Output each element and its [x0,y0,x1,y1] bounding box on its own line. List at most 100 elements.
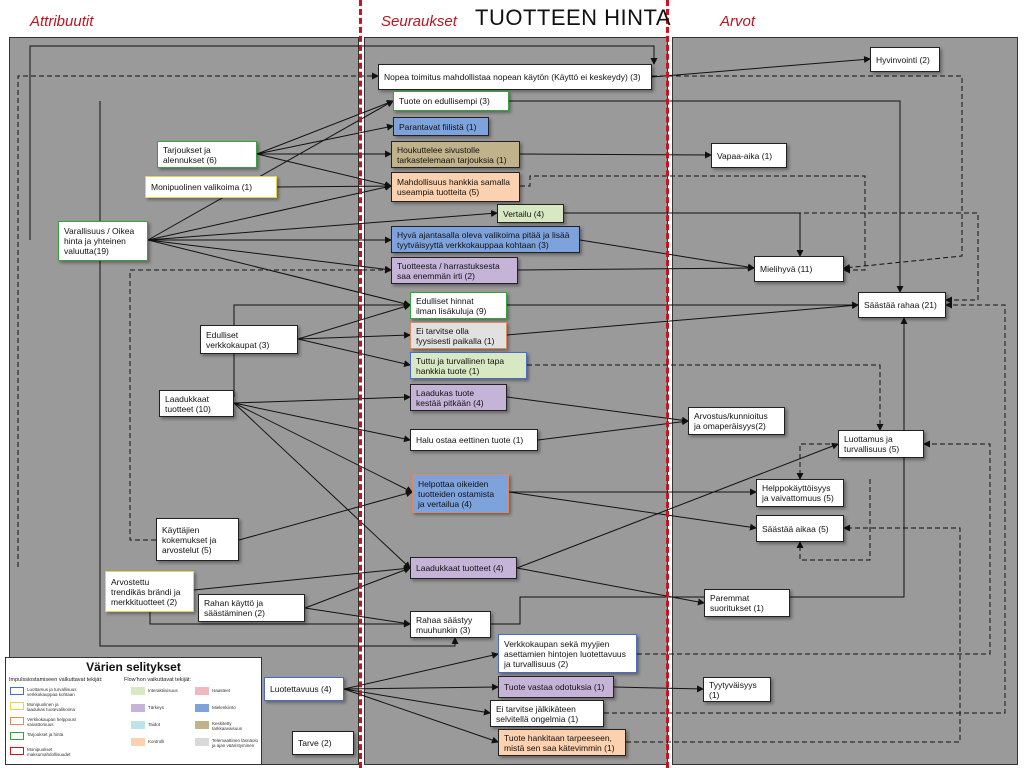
connector [520,175,866,274]
divider-left [359,0,362,768]
node-ei-tarvitse: Ei tarvitse olla fyysisesti paikalla (1) [410,322,507,349]
node-saastaa-rahaa: Säästää rahaa (21) [858,292,946,318]
column-title-consequences: Seuraukset [381,13,457,30]
node-ei-tarvitse-jalki: Ei tarvitse jälkikäteen selvitellä ongel… [490,700,604,727]
legend-swatch-tan [195,721,209,729]
legend-swatch-red-border [10,747,24,755]
connector [637,440,991,655]
node-vertailu: Vertailu (4) [497,204,564,223]
connector [256,153,392,189]
node-luottamus: Luottamus ja turvallisuus (5) [838,430,924,458]
connector [516,442,839,569]
connector [564,212,979,304]
legend-label: Verkkokaupan helppous/ vaivattomuus [27,717,77,727]
node-tarve: Tarve (2) [292,731,354,755]
divider-right [666,0,669,768]
node-mahdollisuus: Mahdollisuus hankkia samalla useampia tu… [391,172,520,202]
connector [564,212,804,257]
connector [233,402,411,443]
node-tyytyvaisyys: Tyytyväisyys (1) [703,677,771,702]
legend-label: Interaktiivisuus [148,688,178,693]
legend-swatch-pink [195,687,209,695]
node-tuote-hankitaan: Tuote hankitaan tarpeeseen, mistä sen sa… [498,729,626,756]
connector [516,567,705,606]
connector [129,266,392,541]
connector [796,443,838,480]
connector [519,151,712,159]
connector [238,490,413,541]
node-tuotteesta: Tuotteesta / harrastuksesta saa enemmän … [391,257,518,284]
node-verkkokaupan-seka: Verkkokaupan sekä myyjien asettamien hin… [498,634,637,673]
connector [506,302,859,336]
legend-label: Monipuoliset maksumahdollisuudet [27,747,71,757]
connector [343,683,499,691]
legend-title: Värien selitykset [86,660,181,674]
node-arvostus: Arvostus/kunnioitus ja omaperäisyys(2) [688,407,785,435]
connector [304,607,411,627]
node-parantavat: Parantavat fiilistä (1) [393,117,489,136]
page-title: TUOTTEEN HINTA [475,5,672,30]
node-tarjoukset: Tarjoukset ja alennukset (6) [157,141,257,168]
node-monipuolinen: Monipuolinen valikoima (1) [145,176,277,198]
legend-label: Telemaattinen läsnäolo ja ajan vääristym… [212,738,259,748]
connector [147,239,392,273]
connector [233,402,413,493]
legend-label: Tarjoukset ja hinta [27,732,64,737]
node-hyva-ajantasalla: Hyvä ajantasalla oleva valikoima pitää j… [391,226,580,253]
node-houkuttelee: Houkuttelee sivustolle tarkastelemaan ta… [391,141,520,168]
connector [276,182,392,190]
legend-label: Kontrolli [148,739,165,744]
node-tuttu: Tuttu ja turvallinen tapa hankkia tuote … [410,352,527,379]
connector [147,183,392,241]
connector [147,100,394,241]
legend-label: Taidot [148,722,161,727]
legend-label: Monipuolinen ja laadukas tuotevalikoima [27,702,76,712]
legend-swatch-orange-border [10,717,24,725]
connector [147,239,411,307]
connector [651,56,871,78]
connector [343,688,491,716]
connector [509,100,904,293]
connector [613,685,704,693]
node-kayttajien: Käyttäjien kokemukset ja arvostelut (5) [156,518,239,561]
node-laadukas-tuote: Laadukas tuote kestää pitkään (4) [410,384,507,411]
connector [508,491,757,531]
legend-swatch-grey [195,738,209,746]
node-varallisuus: Varallisuus / Oikea hinta ja yhteinen va… [58,221,148,261]
connector [537,418,689,441]
connector [491,317,908,625]
node-nopea: Nopea toimitus mahdollistaa nopean käytö… [378,64,652,90]
legend-swatch-light-blue [131,721,145,729]
node-rahan-kaytto: Rahan käyttö ja säästäminen (2) [198,594,305,622]
connector [147,209,498,241]
connector [527,364,884,431]
connector [149,612,411,628]
node-paremmat: Paremmat suoritukset (1) [704,589,790,617]
connector [193,565,411,591]
legend-swatch-blue [195,704,209,712]
connector [343,651,499,690]
legend-label: Haasteet [212,688,231,693]
connector [29,45,658,240]
node-tuote-vastaa: Tuote vastaa odotuksia (1) [498,676,614,698]
legend-label: Mielenkiinto [212,705,236,710]
connector [297,303,411,340]
node-laadukkaat-tuotteet-cons: Laadukkaat tuotteet (4) [410,557,517,579]
connector [517,264,755,272]
connector [343,688,499,744]
node-halu: Halu ostaa eettinen tuote (1) [410,429,538,451]
node-edulliset-hinnat: Edulliset hinnat ilman lisäkuluja (9) [410,292,507,319]
connector [304,566,411,609]
connector [652,75,963,271]
node-luotettavuus: Luotettavuus (4) [264,677,344,701]
legend-swatch-green-border [10,732,24,740]
legend-header-impulse: Impulssiostamiseen vaikuttavat tekijät: [9,677,103,683]
column-title-attributes: Attribuutit [30,13,94,30]
node-mielihyva: Mielihyvä (11) [754,256,844,282]
connector [626,524,961,743]
connector [233,301,411,397]
connector [796,479,871,561]
connector [604,301,1006,714]
connector [297,331,411,340]
